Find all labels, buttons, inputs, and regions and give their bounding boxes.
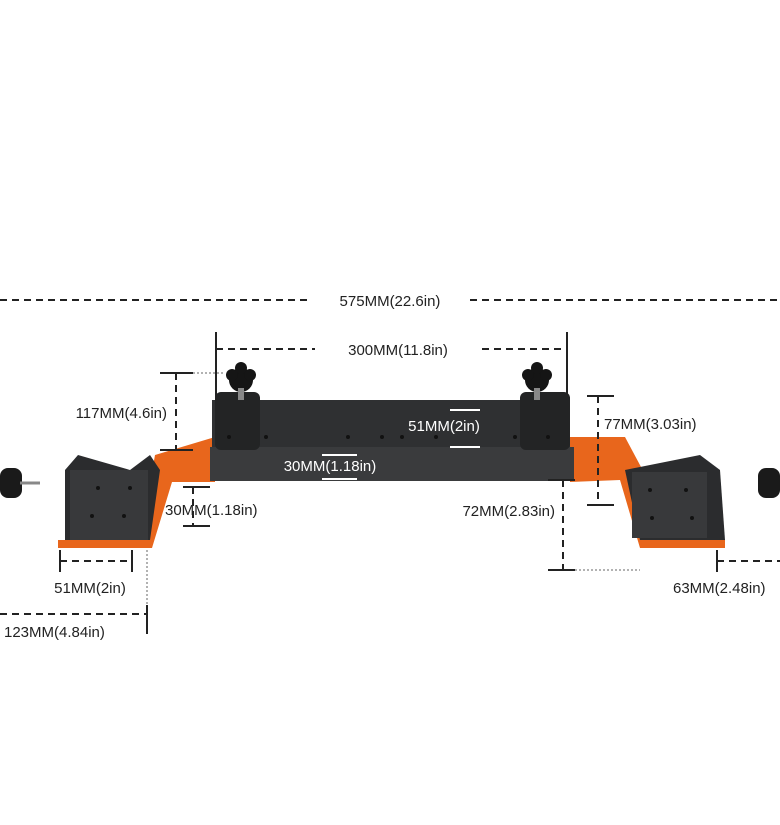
right-height-label: 77MM(3.03in) [604, 416, 697, 433]
center-bar-front [210, 447, 574, 481]
bar-top-depth-label: 51MM(2in) [408, 418, 480, 435]
right-star-knob [522, 362, 552, 400]
right-plate-width-label: 63MM(2.48in) [673, 580, 766, 597]
left-star-knob [226, 362, 256, 400]
right-clamp-knob [758, 468, 780, 498]
bar-front-height-label: 30MM(1.18in) [284, 458, 377, 475]
left-plate-top [70, 470, 148, 540]
jig-product [0, 362, 780, 548]
right-drop-label: 72MM(2.83in) [462, 503, 555, 520]
overall-length-label: 575MM(22.6in) [340, 293, 441, 310]
dimension-lines [0, 299, 780, 634]
left-orange-arm [58, 437, 215, 548]
total-height-label: 117MM(4.6in) [76, 405, 167, 422]
left-clamp-knob [0, 468, 22, 498]
clamp-span-label: 300MM(11.8in) [348, 342, 448, 359]
left-foot-length-label: 123MM(4.84in) [4, 624, 105, 641]
left-plate-width-label: 51MM(2in) [54, 580, 126, 597]
center-bar-top [212, 400, 570, 450]
left-step-label: 30MM(1.18in) [165, 502, 258, 519]
